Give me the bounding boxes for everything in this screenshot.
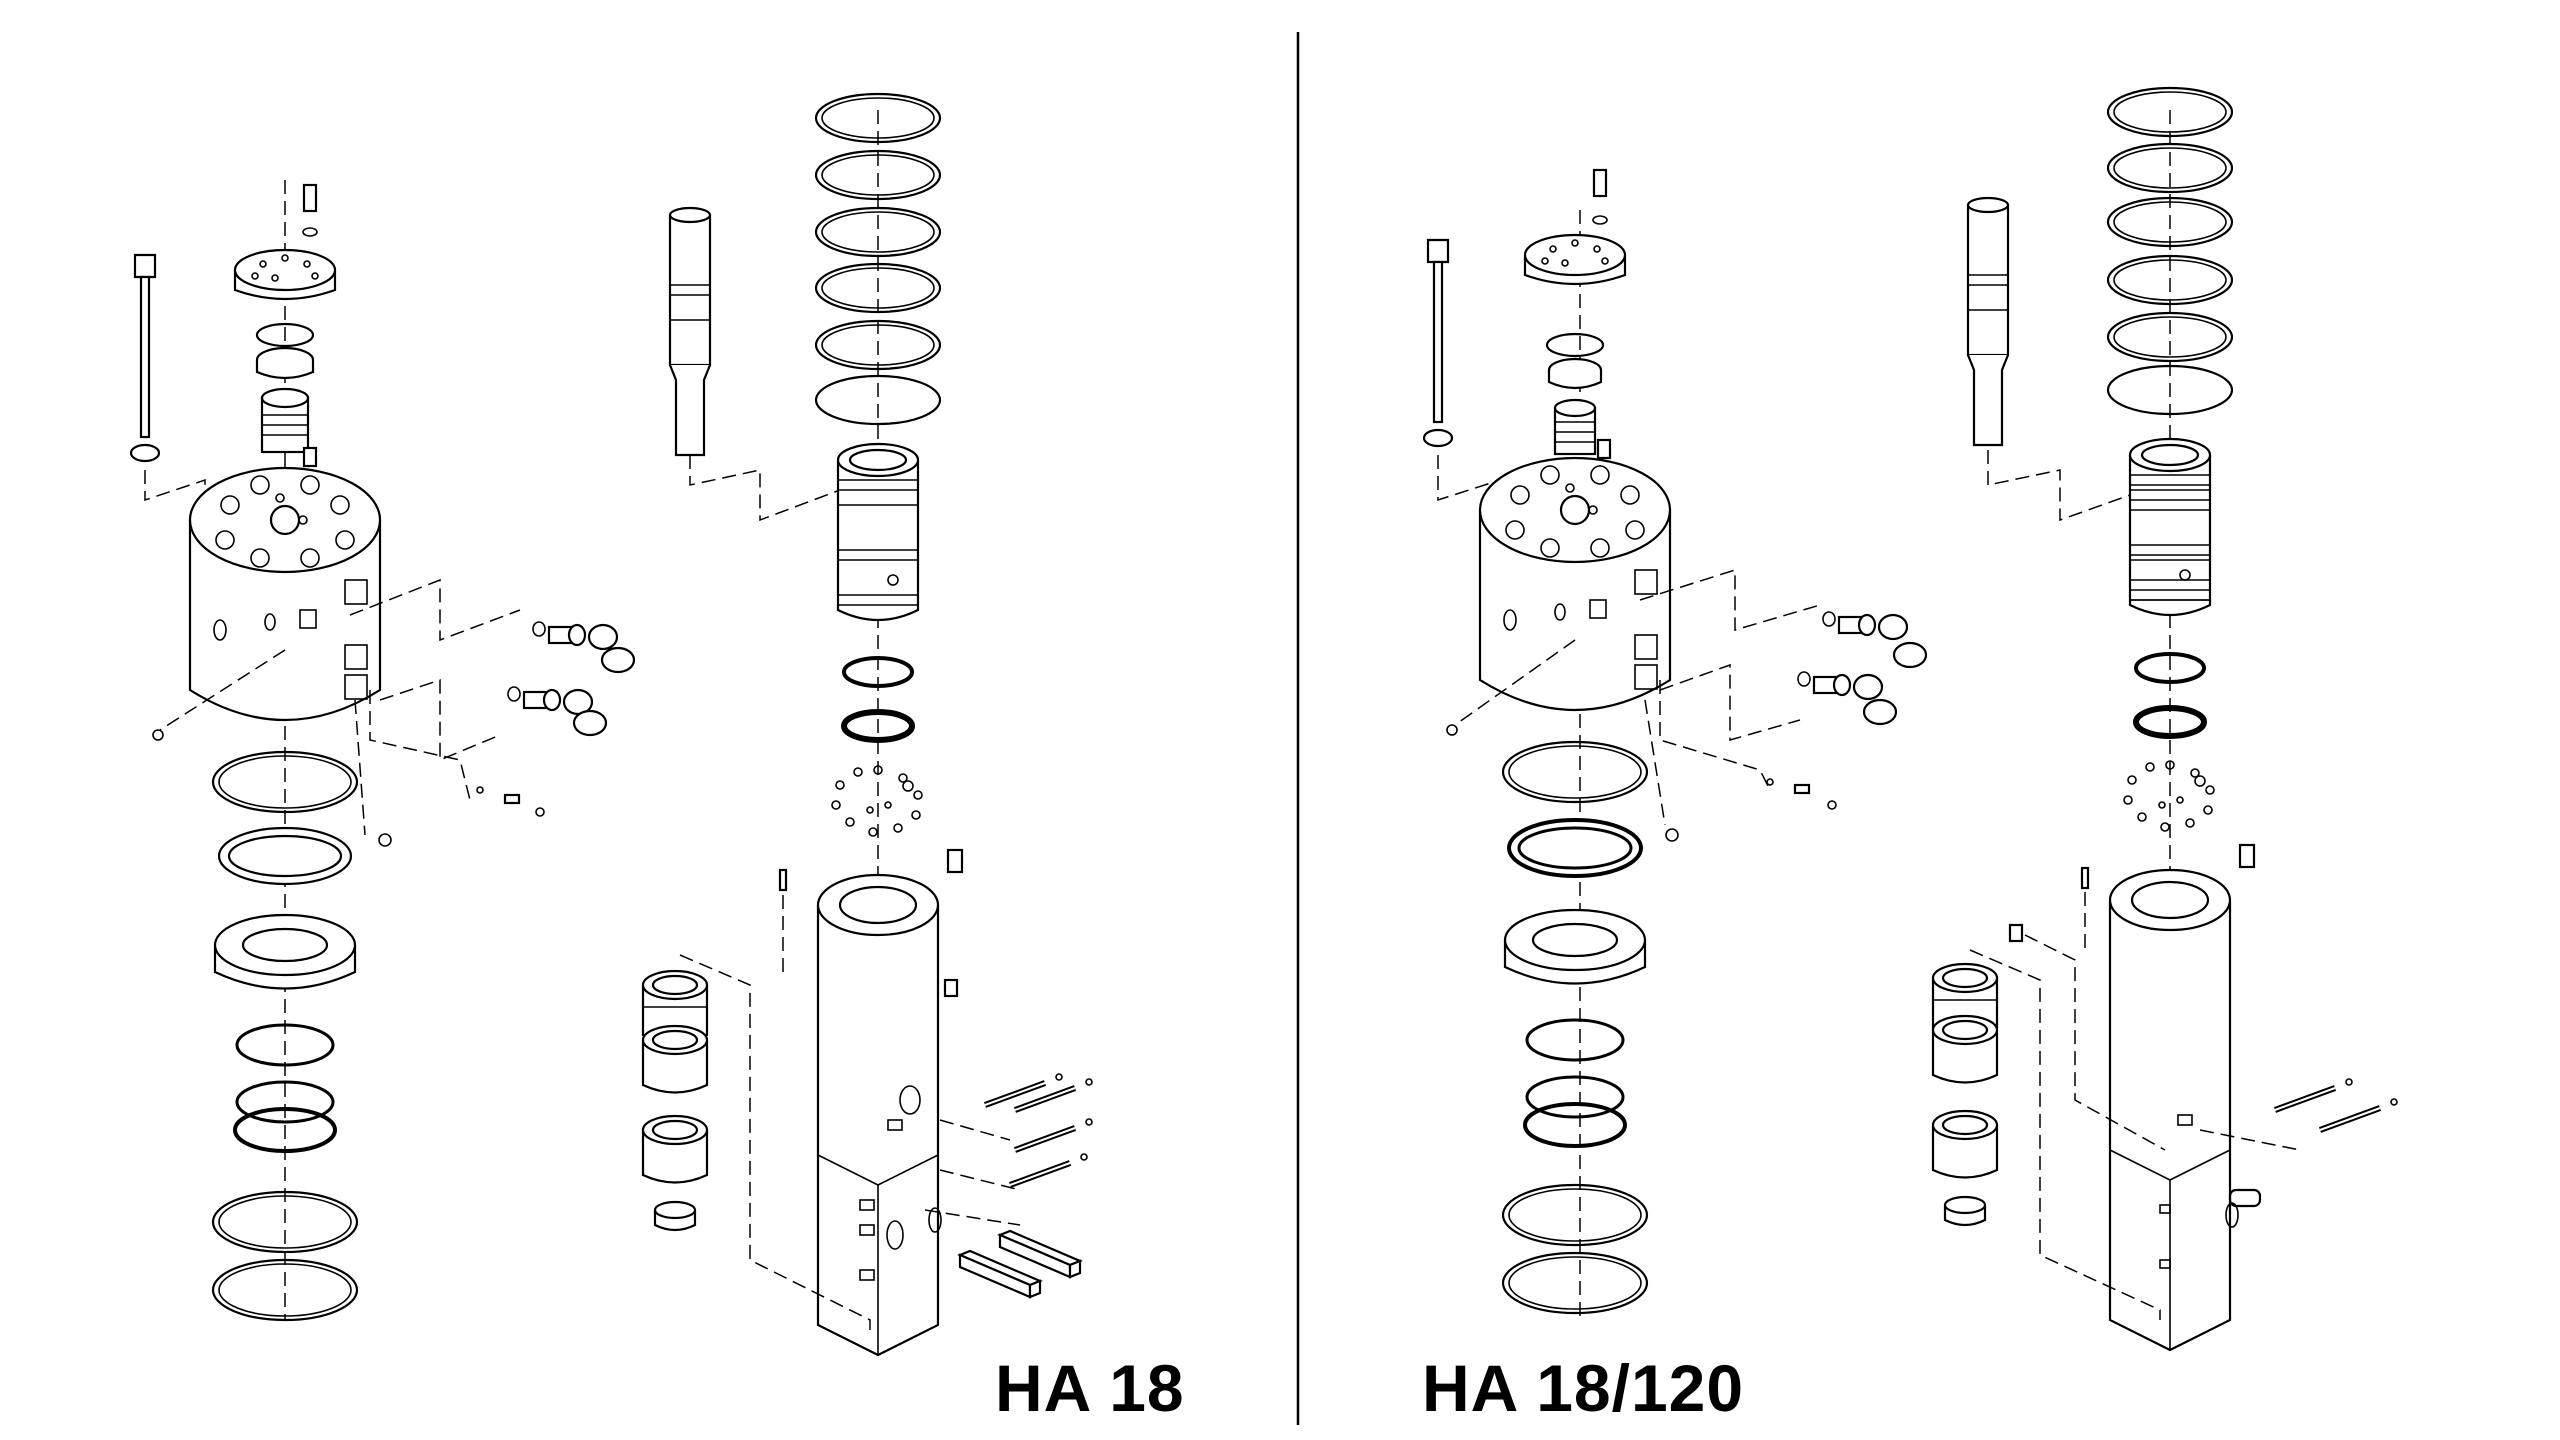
oring-part xyxy=(2134,652,2206,684)
small-plug-part xyxy=(378,833,392,847)
fitting-part xyxy=(1796,670,1884,701)
cover-plate-part xyxy=(233,248,337,301)
long-bolt-part xyxy=(1422,238,1454,448)
long-bolt-part xyxy=(129,253,161,463)
cap-part xyxy=(255,346,315,380)
fitting-part xyxy=(531,620,619,651)
sleeve-part xyxy=(836,442,920,622)
piston-part xyxy=(1966,196,2010,447)
pin-part xyxy=(2080,866,2090,890)
seal-stack xyxy=(1501,740,1649,1315)
pin-part xyxy=(1010,1154,1087,1185)
pin-part xyxy=(2008,923,2024,943)
ring-seal-stack xyxy=(814,92,942,426)
screw-part xyxy=(1592,168,1608,225)
fitting-part xyxy=(1821,610,1909,641)
seal-part xyxy=(1545,332,1605,358)
pin-part xyxy=(2238,843,2256,869)
cover-plate-part xyxy=(1523,233,1627,286)
small-plug-part xyxy=(1446,724,1458,736)
main-body-part xyxy=(1478,456,1672,712)
oring-set-part xyxy=(2123,760,2215,832)
small-plug-part xyxy=(1665,828,1679,842)
oring-part xyxy=(842,656,914,688)
slot-detail xyxy=(2159,1114,2262,1269)
cap-nut-part xyxy=(600,646,636,674)
seal-stack xyxy=(211,750,359,1322)
assembly-ha18 xyxy=(129,92,1092,1357)
bushing-part xyxy=(653,1200,697,1232)
cap-nut-part xyxy=(1862,698,1898,726)
pin-part xyxy=(985,1074,1062,1105)
small-fitting-part xyxy=(476,786,545,817)
cap-nut-part xyxy=(572,709,608,737)
bushing-part xyxy=(641,1114,709,1184)
threaded-insert-part xyxy=(260,387,310,454)
bushing-part xyxy=(1943,1195,1987,1227)
bushing-part xyxy=(641,1024,709,1094)
small-plug-part xyxy=(152,729,164,741)
pin-part xyxy=(2275,1079,2352,1110)
column-housing-part xyxy=(816,873,940,1357)
cap-part xyxy=(1547,357,1603,390)
oring-part xyxy=(2133,705,2207,739)
bushing-part xyxy=(1931,1014,1999,1084)
sleeve-part xyxy=(2128,437,2212,617)
pin-part xyxy=(2320,1099,2397,1130)
column-housing-part xyxy=(2108,868,2232,1352)
main-body-part xyxy=(188,466,382,722)
seal-part xyxy=(255,322,315,348)
bushing-part xyxy=(1931,1109,1999,1179)
oring-set-part xyxy=(831,765,923,837)
pin-part xyxy=(946,848,964,874)
screw-part xyxy=(302,183,318,237)
pin-part xyxy=(943,978,959,998)
threaded-insert-part xyxy=(1553,398,1597,456)
cap-nut-part xyxy=(1892,641,1928,669)
pin-part xyxy=(1015,1119,1092,1150)
model-label-ha18-120: HA 18/120 xyxy=(1422,1351,1745,1425)
slot-detail xyxy=(859,1085,942,1281)
ring-seal-stack xyxy=(2106,86,2234,416)
model-label-ha18: HA 18 xyxy=(995,1351,1185,1425)
pin-part xyxy=(302,446,318,468)
piston-part xyxy=(668,206,712,457)
oring-part xyxy=(841,709,915,743)
pin-part xyxy=(1596,438,1612,460)
pin-part xyxy=(1015,1079,1092,1110)
small-fitting-part xyxy=(1766,778,1837,810)
pin-part xyxy=(778,868,788,892)
fitting-part xyxy=(506,685,594,716)
assembly-ha18-120 xyxy=(1422,86,2397,1352)
